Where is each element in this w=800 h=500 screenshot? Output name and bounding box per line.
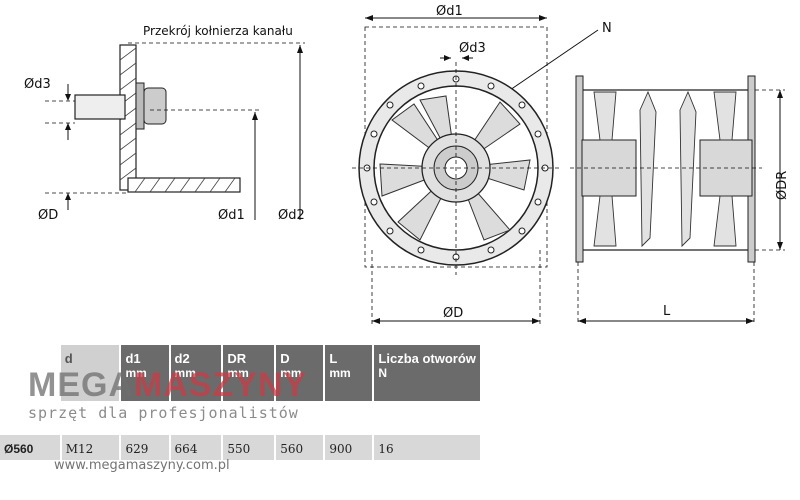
flange-section-view: Przekrój kołnierza kanału	[24, 24, 305, 223]
label-d1-left: Ød1	[218, 208, 245, 223]
header-unit: mm	[329, 366, 351, 380]
header-d2: d2 mm	[169, 345, 224, 401]
fan-side-view: ØDR L	[570, 75, 790, 325]
header-unit: mm	[227, 366, 249, 380]
label-d-left: ØD	[38, 208, 58, 223]
cell-d2: 664	[169, 435, 224, 460]
header-label: Liczba otworów	[378, 351, 476, 366]
label-n: N	[602, 21, 612, 36]
label-dr: ØDR	[775, 171, 790, 200]
label-l: L	[663, 304, 671, 319]
header-label: d	[64, 351, 73, 366]
header-unit: mm	[280, 366, 302, 380]
header-dr: DR mm	[222, 345, 277, 401]
cell-d1: 629	[120, 435, 171, 460]
cell-n: 16	[373, 435, 480, 460]
header-label: DR	[227, 351, 247, 366]
table-row: Ø560 M12 629 664 550 560 900 16	[0, 435, 480, 460]
label-d3-front: Ød3	[459, 41, 486, 56]
label-d3-left: Ød3	[24, 77, 51, 92]
cell-d: M12	[60, 435, 122, 460]
cell-dr: 550	[222, 435, 277, 460]
watermark-url: www.megamaszyny.com.pl	[54, 458, 230, 473]
table-header-row: d d1 mm d2 mm DR mm D mm L mm	[0, 345, 480, 401]
header-label: d1	[125, 351, 141, 366]
header-d1: d1 mm	[120, 345, 171, 401]
technical-drawing: Przekrój kołnierza kanału	[24, 4, 790, 325]
header-unit: N	[378, 366, 388, 380]
header-l: L mm	[324, 345, 375, 401]
header-unit: mm	[174, 366, 196, 380]
header-label: D	[280, 351, 290, 366]
label-d2-left: Ød2	[278, 208, 305, 223]
cell-D: 560	[275, 435, 326, 460]
label-d1-top: Ød1	[436, 4, 463, 19]
header-unit: mm	[125, 366, 147, 380]
header-D: D mm	[275, 345, 326, 401]
spec-table-area: d d1 mm d2 mm DR mm D mm L mm	[0, 345, 480, 475]
fan-front-view: Ød1 Ød3 N	[352, 4, 612, 325]
header-n: Liczba otworów N	[373, 345, 480, 401]
spec-table: d d1 mm d2 mm DR mm D mm L mm	[0, 345, 480, 460]
header-d: d	[60, 345, 122, 401]
label-d-bottom: ØD	[443, 306, 463, 321]
cell-l: 900	[324, 435, 375, 460]
header-label: L	[329, 351, 338, 366]
cell-model: Ø560	[0, 435, 62, 460]
header-label: d2	[174, 351, 190, 366]
table-corner	[0, 345, 61, 401]
flange-caption: Przekrój kołnierza kanału	[143, 24, 293, 38]
table-spacer-row	[0, 401, 480, 435]
